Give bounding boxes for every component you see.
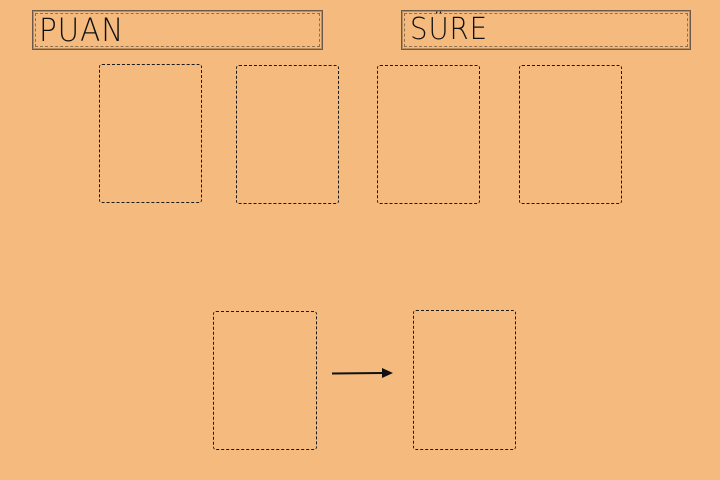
card-slot-top-4[interactable] xyxy=(519,65,622,204)
score-label: PUAN xyxy=(39,11,125,49)
time-panel: SÜRE xyxy=(401,10,691,50)
time-label: SÜRE xyxy=(410,12,489,47)
card-slot-top-1[interactable] xyxy=(99,64,202,203)
score-panel: PUAN xyxy=(32,10,323,50)
card-slot-top-2[interactable] xyxy=(236,65,339,204)
card-slot-source[interactable] xyxy=(213,311,317,450)
arrow-right-icon xyxy=(331,368,393,378)
card-slot-target[interactable] xyxy=(413,310,516,450)
card-slot-top-3[interactable] xyxy=(377,65,480,204)
